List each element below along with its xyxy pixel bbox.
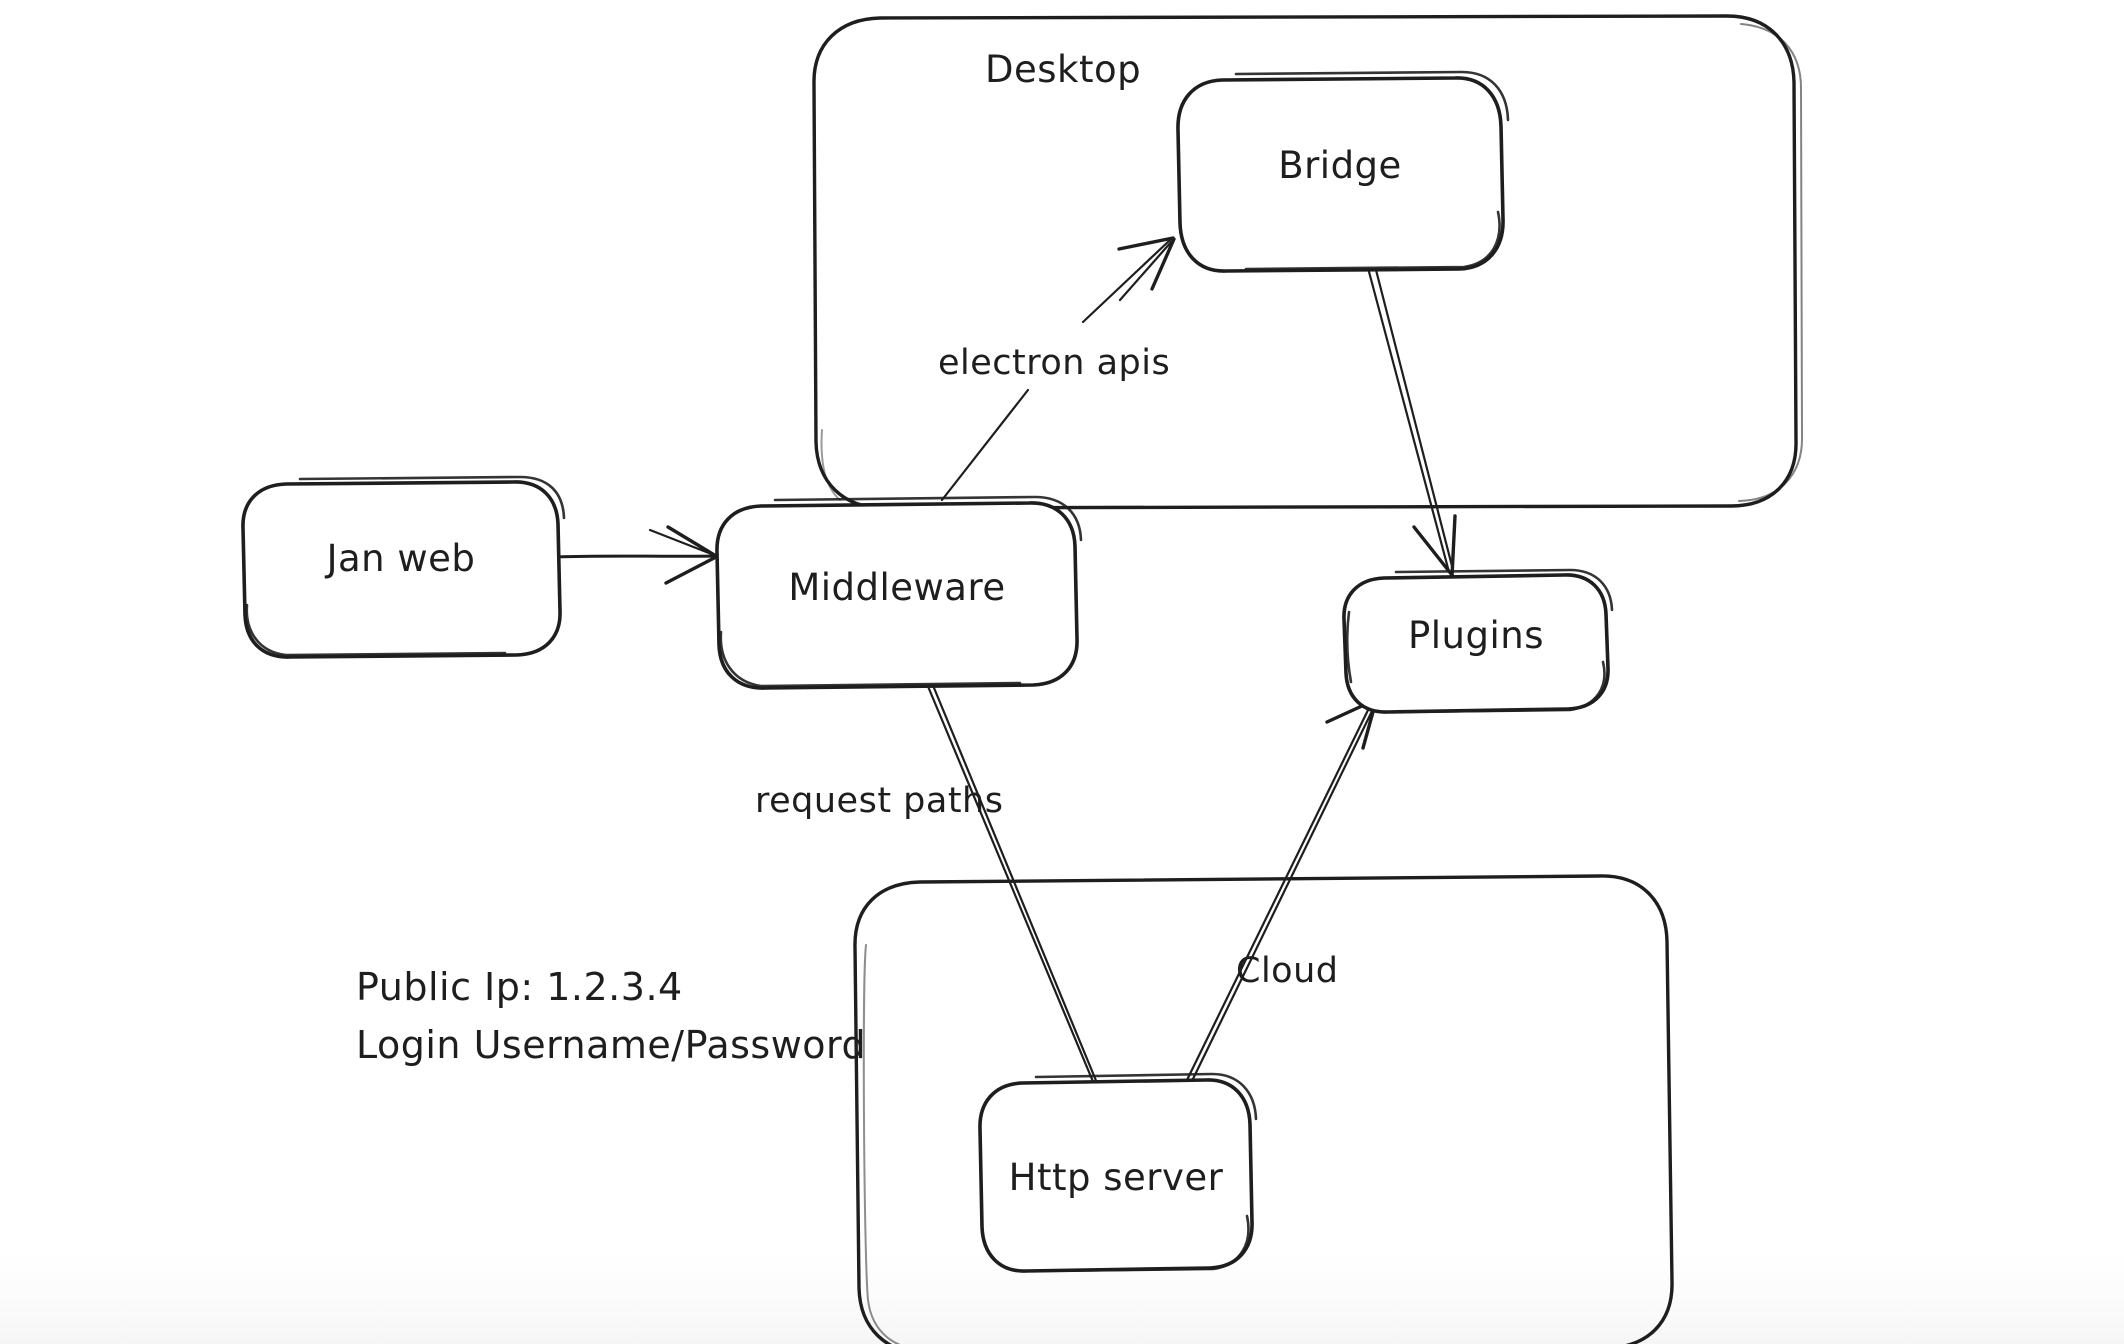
- node-jan-web-label: Jan web: [325, 537, 476, 580]
- edge-bridge-to-plugins[interactable]: [1366, 264, 1457, 578]
- node-middleware[interactable]: Middleware: [715, 495, 1083, 690]
- frame-desktop-label: Desktop: [985, 48, 1141, 91]
- node-plugins-label: Plugins: [1408, 614, 1544, 657]
- notes-block[interactable]: Public Ip: 1.2.3.4 Login Username/Passwo…: [356, 965, 866, 1067]
- frame-cloud[interactable]: [853, 874, 1674, 1344]
- edge-janweb-to-middleware[interactable]: [554, 525, 718, 585]
- edge-http-to-plugins[interactable]: Cloud: [1184, 698, 1378, 1085]
- node-bridge-label: Bridge: [1278, 144, 1402, 187]
- node-http-server-label: Http server: [1009, 1156, 1224, 1199]
- note-login: Login Username/Password: [356, 1023, 866, 1067]
- node-http-server[interactable]: Http server: [978, 1072, 1258, 1273]
- edge-middleware-to-http[interactable]: request paths: [755, 681, 1099, 1086]
- edge-label-request-paths: request paths: [755, 781, 1003, 821]
- edge-middleware-to-bridge[interactable]: electron apis: [938, 236, 1176, 502]
- edge-label-cloud: Cloud: [1236, 951, 1338, 991]
- frame-desktop[interactable]: Desktop: [812, 14, 1804, 510]
- note-public-ip: Public Ip: 1.2.3.4: [356, 965, 683, 1009]
- node-jan-web[interactable]: Jan web: [241, 475, 566, 659]
- node-bridge[interactable]: Bridge: [1176, 70, 1510, 273]
- node-plugins[interactable]: Plugins: [1342, 568, 1614, 714]
- edge-label-electron-apis: electron apis: [938, 343, 1170, 383]
- node-middleware-label: Middleware: [788, 566, 1005, 609]
